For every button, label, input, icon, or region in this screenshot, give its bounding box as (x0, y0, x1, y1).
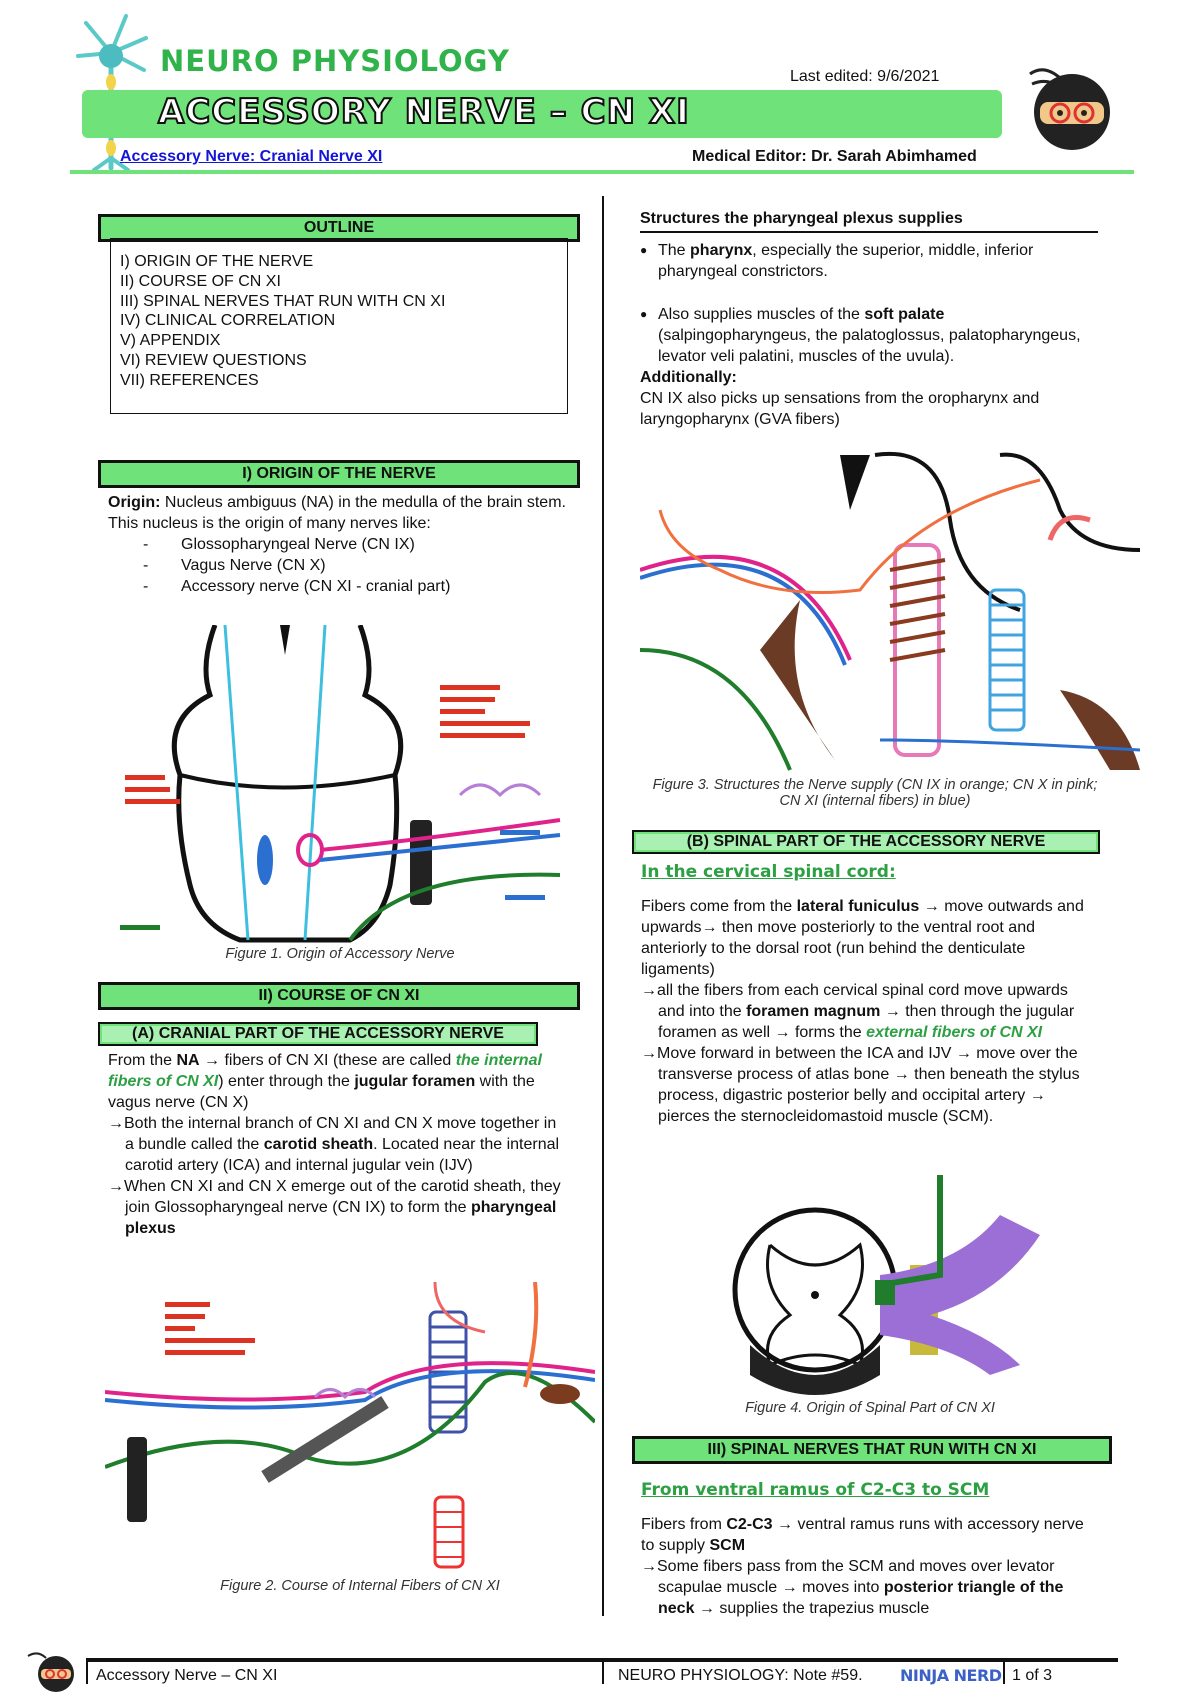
outline-item[interactable]: IV) CLINICAL CORRELATION (120, 312, 336, 330)
nerve-list: -Glossopharyngeal Nerve (CN IX) -Vagus N… (143, 536, 451, 595)
figure-3-caption: Figure 3. Structures the Nerve supply (C… (652, 777, 1098, 809)
plexus-bullet-soft-palate: Also supplies muscles of the soft palate… (640, 304, 1090, 367)
ninja-mascot-icon (1029, 68, 1110, 150)
course-heading: II) COURSE OF CN XI (98, 982, 580, 1010)
figure-4-caption: Figure 4. Origin of Spinal Part of CN XI (745, 1400, 995, 1416)
medical-editor: Medical Editor: Dr. Sarah Abimhamed (692, 148, 977, 165)
outline-item[interactable]: V) APPENDIX (120, 332, 221, 350)
footer-rule (86, 1658, 1118, 1662)
spinal-part-text: Fibers come from the lateral funiculus →… (641, 898, 1084, 1125)
spinal-nerves-subheading: From ventral ramus of C2-C3 to SCM (641, 1480, 990, 1500)
page-number: 1 of 3 (1012, 1667, 1053, 1684)
ninja-footer-icon (27, 1652, 74, 1692)
figure-1-brainstem-illustration (120, 625, 561, 943)
outline-item[interactable]: II) COURSE OF CN XI (120, 272, 281, 290)
cranial-part-heading: (A) CRANIAL PART OF THE ACCESSORY NERVE (98, 1022, 538, 1046)
outline-item[interactable]: VI) REVIEW QUESTIONS (120, 351, 307, 369)
footer-note: NEURO PHYSIOLOGY: Note #59. (618, 1667, 863, 1684)
figure-2-caption: Figure 2. Course of Internal Fibers of C… (220, 1578, 500, 1594)
column-divider (602, 196, 604, 1616)
spinal-subheading: In the cervical spinal cord: (641, 862, 896, 882)
footer-divider-mid (602, 1662, 604, 1684)
figure-2-course-illustration (105, 1282, 595, 1569)
footer-left-text: Accessory Nerve – CN XI (96, 1667, 278, 1684)
ninja-nerd-logo: NINJA NERD (900, 1666, 1002, 1685)
outline-item[interactable]: I) ORIGIN OF THE NERVE (120, 253, 314, 270)
outline-item[interactable]: III) SPINAL NERVES THAT RUN WITH CN XI (120, 292, 446, 310)
plexus-heading: Structures the pharyngeal plexus supplie… (640, 210, 963, 227)
plexus-text: The pharynx, especially the superior, mi… (640, 240, 1090, 430)
origin-heading: I) ORIGIN OF THE NERVE (98, 460, 580, 488)
page-title: ACCESSORY NERVE – CN XI (157, 91, 690, 133)
footer-divider-left (86, 1662, 88, 1684)
outline-item[interactable]: VII) REFERENCES (120, 371, 259, 389)
plexus-heading-rule (640, 231, 1098, 233)
last-edited-date: Last edited: 9/6/2021 (790, 68, 940, 85)
spinal-nerves-text: Fibers from C2-C3 → ventral ramus runs w… (641, 1516, 1084, 1617)
brand-title: NEURO PHYSIOLOGY (160, 44, 510, 78)
spinal-part-heading: (B) SPINAL PART OF THE ACCESSORY NERVE (632, 830, 1100, 854)
footer-divider-right (1003, 1662, 1005, 1684)
figure-3-plexus-illustration (640, 451, 1140, 771)
outline-box (110, 238, 568, 414)
plexus-bullet-pharynx: The pharynx, especially the superior, mi… (640, 240, 1090, 282)
cranial-part-text: From the NA → fibers of CN XI (these are… (108, 1052, 561, 1237)
figure-1-caption: Figure 1. Origin of Accessory Nerve (225, 946, 455, 962)
header-rule (70, 170, 1134, 174)
outline-list: I) ORIGIN OF THE NERVE II) COURSE OF CN … (120, 252, 445, 391)
title-banner (82, 90, 1002, 138)
origin-text: Origin: Nucleus ambiguus (NA) in the med… (108, 492, 568, 597)
spinal-nerves-heading: III) SPINAL NERVES THAT RUN WITH CN XI (632, 1436, 1112, 1464)
figure-4-spinal-cord-illustration (732, 1175, 1040, 1395)
outline-heading: OUTLINE (98, 214, 580, 242)
nerve-link[interactable]: Accessory Nerve: Cranial Nerve XI (120, 148, 383, 165)
